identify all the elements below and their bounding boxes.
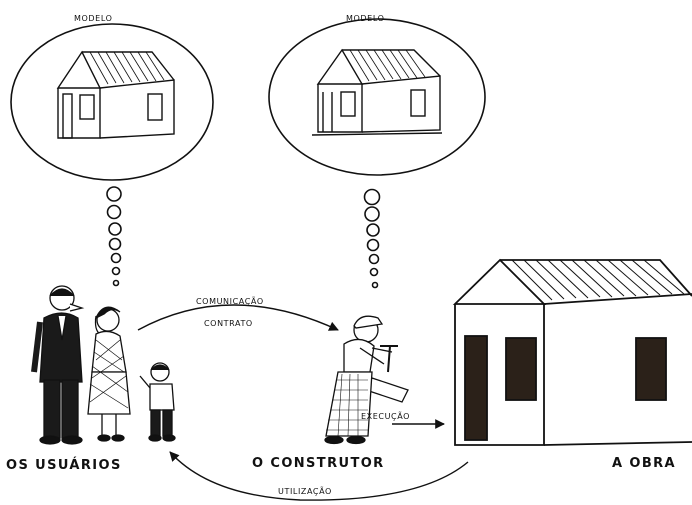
users-model-label: MODELO	[74, 14, 113, 23]
builder-model-label: MODELO	[346, 14, 385, 23]
communication-label: COMUNICAÇÃO	[196, 297, 264, 306]
work-label: A OBRA	[612, 456, 677, 471]
woman-figure	[87, 306, 131, 442]
users-thought-bubble	[10, 23, 214, 287]
builder-model-house-sketch	[311, 48, 443, 136]
execution-label: EXECUÇÃO	[361, 412, 411, 421]
man-figure	[31, 285, 85, 445]
house-window-right	[635, 337, 667, 401]
users-family-illustration	[31, 285, 176, 445]
built-house-illustration	[452, 258, 692, 446]
house-door	[464, 335, 488, 441]
builder-figure	[324, 315, 409, 445]
users-label: OS USUÁRIOS	[6, 458, 122, 473]
users-model-house-sketch	[56, 50, 175, 139]
house-window-left	[505, 337, 537, 401]
child-figure	[139, 362, 176, 442]
builder-thought-bubble	[268, 18, 486, 289]
utilization-label: UTILIZAÇÃO	[276, 487, 334, 496]
communication-contract-arrow	[137, 304, 339, 331]
builder-label: O CONSTRUTOR	[252, 456, 385, 471]
contract-label: CONTRATO	[204, 319, 253, 328]
utilization-arrow	[169, 451, 469, 501]
